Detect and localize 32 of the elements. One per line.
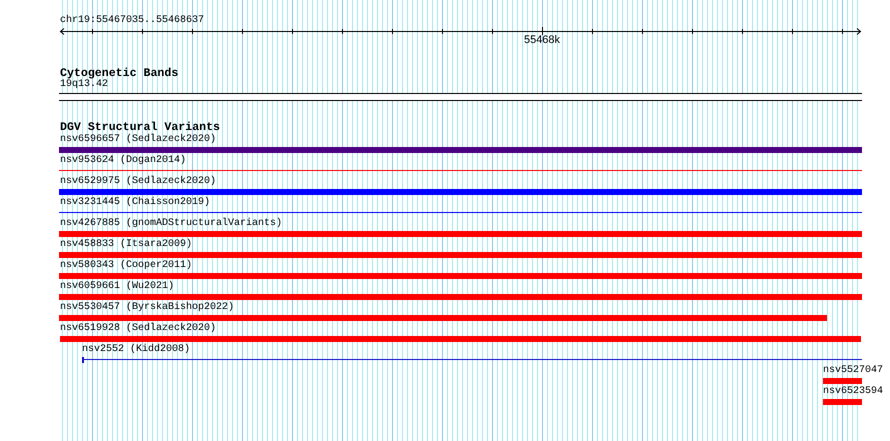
- variant-feature: [823, 365, 884, 384]
- variant-feature: [59, 239, 862, 258]
- variant-label: nsv5530457 (ByrskaBishop2022): [59, 302, 234, 313]
- variant-feature: [59, 134, 862, 153]
- variant-label: nsv953624 (Dogan2014): [59, 155, 186, 166]
- variant-feature: [823, 386, 884, 405]
- band-label: 19q13.42: [59, 79, 108, 90]
- location-label: chr19:55467035..55468637: [60, 15, 204, 26]
- variant-feature: [59, 197, 862, 213]
- variant-label: nsv5527047: [823, 365, 884, 376]
- variant-label: nsv6059661 (Wu2021): [59, 281, 174, 292]
- variant-feature: [82, 344, 862, 363]
- variant-feature: [59, 260, 862, 279]
- tick-label: 55468k: [524, 34, 560, 46]
- variant-label: nsv6596657 (Sedlazeck2020): [59, 134, 216, 145]
- cytoband-feature: [59, 79, 862, 101]
- variant-label: nsv458833 (Itsara2009): [59, 239, 192, 250]
- variant-feature: [60, 323, 861, 342]
- variant-label: nsv3231445 (Chaisson2019): [59, 197, 210, 208]
- variant-label: nsv6519928 (Sedlazeck2020): [60, 323, 216, 334]
- variant-label: nsv2552 (Kidd2008): [82, 344, 190, 355]
- track-heading: DGV Structural Variants: [60, 121, 220, 134]
- variant-label: nsv6529975 (Sedlazeck2020): [59, 176, 216, 187]
- variant-feature: [59, 155, 862, 171]
- variant-feature: [59, 302, 827, 321]
- variant-feature: [59, 176, 862, 195]
- variant-feature: [59, 218, 862, 237]
- variant-label: nsv4267885 (gnomADStructuralVariants): [59, 218, 282, 229]
- variant-feature: [59, 281, 862, 300]
- variant-label: nsv580343 (Cooper2011): [59, 260, 192, 271]
- track-heading: Cytogenetic Bands: [60, 67, 178, 80]
- variant-label: nsv6523594: [823, 386, 884, 397]
